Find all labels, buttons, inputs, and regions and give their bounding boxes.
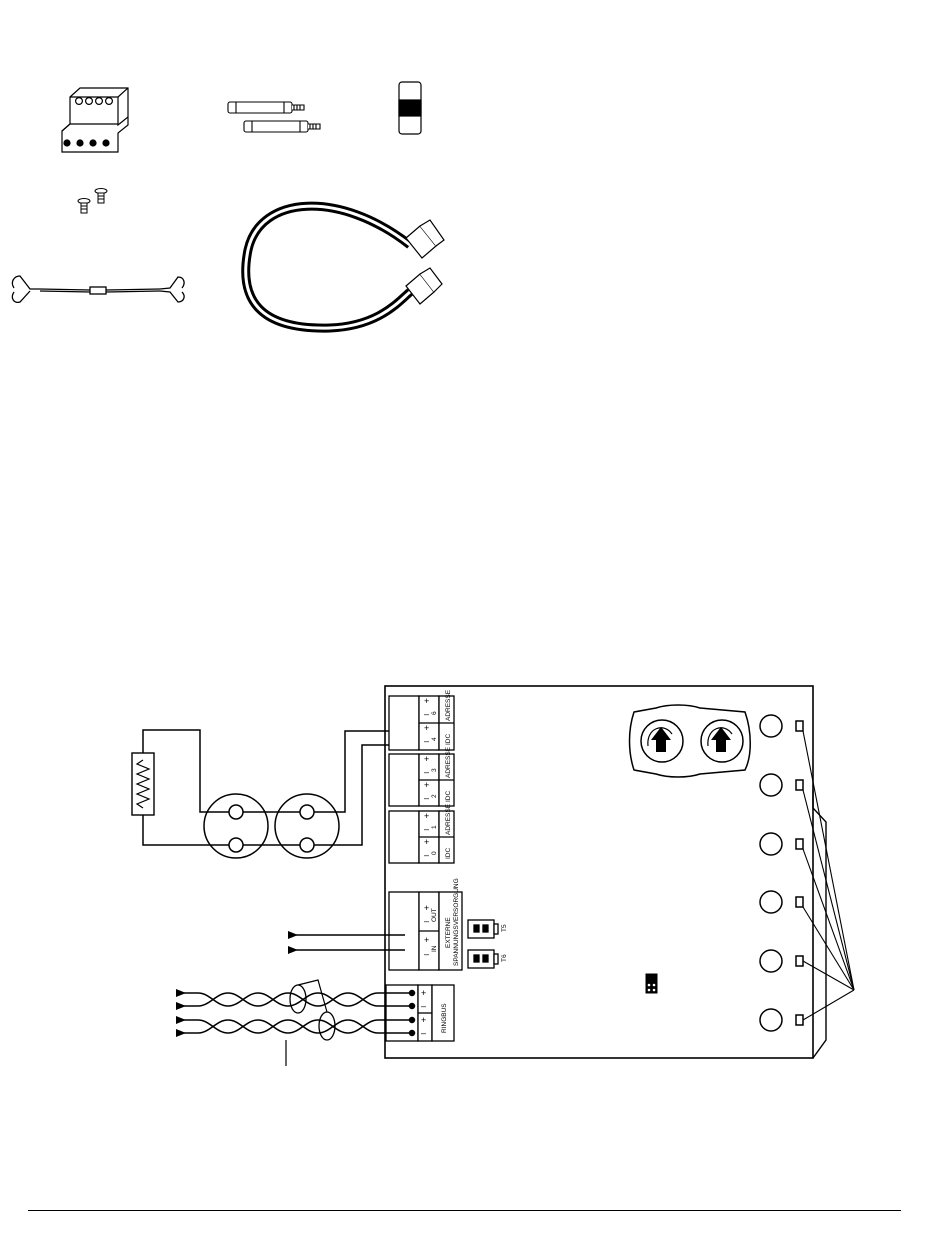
end-of-line-resistor — [132, 753, 154, 815]
power-label-line1: EXTERNE — [445, 917, 452, 948]
ringbus-minus-2: – — [421, 1028, 426, 1038]
detector-bases — [204, 794, 339, 858]
terminal-a-minus-2: – — [424, 736, 429, 746]
terminal-c-label: ADRESSE — [445, 803, 452, 835]
footer-rule — [28, 1210, 901, 1211]
terminal-c-plus-2: + — [424, 837, 429, 847]
power-in-minus: – — [424, 949, 429, 959]
led-2 — [760, 774, 782, 796]
ferrite-clamp-part-illustration — [399, 82, 421, 134]
led-6 — [760, 1009, 782, 1031]
ground-strap-part-illustration — [12, 276, 184, 302]
terminal-a-plus: + — [424, 696, 429, 706]
terminal-a-num-top: 6 — [431, 711, 438, 715]
terminal-b-minus: – — [424, 767, 429, 777]
terminal-c-tag: IDC — [445, 848, 452, 860]
terminal-c-num-top: 1 — [431, 825, 438, 829]
standoffs-part-illustration — [228, 102, 320, 132]
loop-wiring — [143, 730, 405, 845]
power-out-minus: – — [424, 916, 429, 926]
terminal-c-minus-2: – — [424, 850, 429, 860]
terminal-c-plus: + — [424, 811, 429, 821]
terminal-c-minus: – — [424, 824, 429, 834]
terminal-a-plus-2: + — [424, 723, 429, 733]
jumpers — [468, 920, 498, 968]
power-in-plus: + — [424, 935, 429, 945]
power-out-plus: + — [424, 903, 429, 913]
terminal-b-plus-2: + — [424, 780, 429, 790]
terminal-b-num-top: 3 — [431, 768, 438, 772]
jumper-t5 — [468, 920, 494, 938]
terminal-b-plus: + — [424, 754, 429, 764]
led-1 — [760, 715, 782, 737]
ringbus-plus-2: + — [421, 1015, 426, 1025]
terminal-block-part-illustration — [62, 88, 128, 152]
terminal-c-num-bottom: 0 — [431, 851, 438, 855]
terminal-b-tag: IDC — [445, 791, 452, 803]
ringbus-plus-1: + — [421, 988, 426, 998]
led-5 — [760, 950, 782, 972]
indicator-leds — [760, 715, 803, 1031]
jumper-t5-label: T5 — [501, 924, 508, 932]
terminal-a-num-bottom: 4 — [431, 737, 438, 741]
ringbus-label: RINGBUS — [441, 1003, 448, 1033]
jumper-t6-label: T6 — [501, 954, 508, 962]
terminal-a-tag: IDC — [445, 734, 452, 746]
header-connector — [646, 974, 657, 993]
ringbus-twisted-pairs — [184, 980, 412, 1066]
terminal-b-num-bottom: 2 — [431, 794, 438, 798]
terminal-a-minus: – — [424, 709, 429, 719]
board-edge-step — [813, 790, 826, 1058]
ringbus-minus-1: – — [421, 1001, 426, 1011]
callout-leaders — [803, 731, 854, 1020]
terminal-b-minus-2: – — [424, 793, 429, 803]
terminal-b-label: ADRESSE — [445, 746, 452, 778]
ribbon-cable-part-illustration — [246, 206, 444, 328]
power-label-line2: SPANNUNGSVERSORGUNG — [453, 878, 460, 966]
led-3 — [760, 833, 782, 855]
screws-part-illustration — [78, 189, 107, 214]
power-in-label: IN — [431, 945, 438, 952]
led-4 — [760, 891, 782, 913]
power-out-label: OUT — [431, 908, 438, 922]
jumper-t6 — [468, 950, 494, 968]
terminal-a-label: ADRESSE — [445, 689, 452, 721]
rotary-address-switches — [630, 705, 751, 777]
